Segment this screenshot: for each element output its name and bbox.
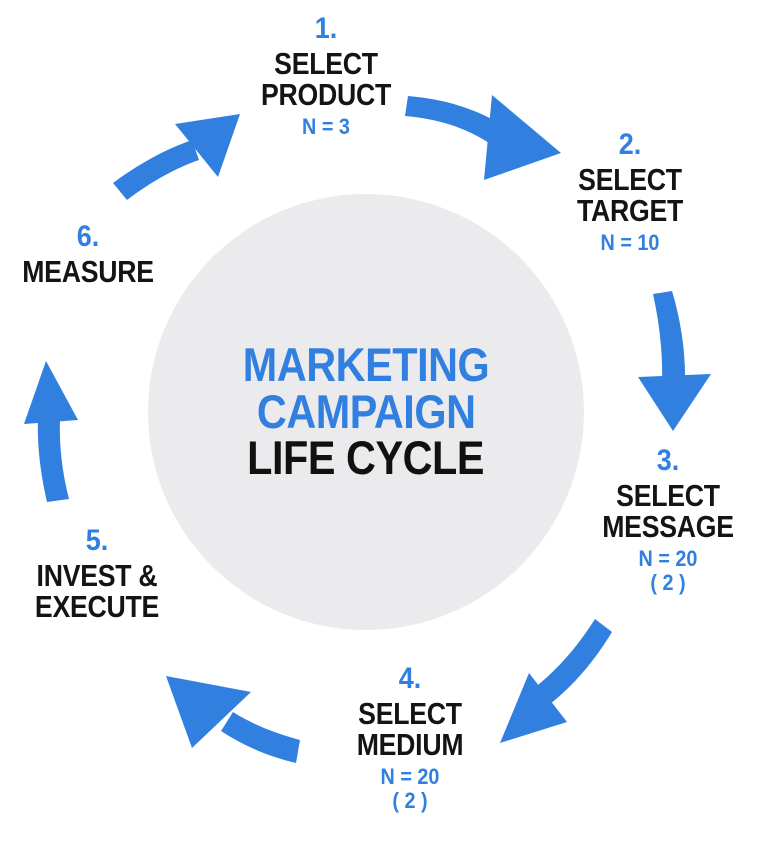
step-4-n-value: N = 20 — [380, 763, 440, 789]
center-title-line-3: LIFE CYCLE — [247, 431, 485, 485]
step-2-label-1: SELECT — [578, 161, 682, 197]
center-title-block: MARKETING CAMPAIGN LIFE CYCLE — [148, 194, 584, 630]
arrow-1-to-2-icon — [405, 95, 561, 180]
step-3-n-value: N = 20 — [638, 545, 698, 571]
step-2-number: 2. — [618, 128, 642, 161]
step-2-n-value: N = 10 — [600, 229, 660, 255]
step-5-label-1: INVEST & — [36, 557, 158, 593]
step-4-label-2: MEDIUM — [356, 727, 464, 763]
step-5-number: 5. — [85, 524, 109, 557]
step-node-2: 2. SELECT TARGET N = 10 — [518, 128, 742, 255]
step-3-label-1: SELECT — [616, 477, 720, 513]
arrow-2-to-3-icon — [638, 291, 711, 431]
step-node-3: 3. SELECT MESSAGE N = 20 ( 2 ) — [570, 444, 766, 596]
center-title-line-2: CAMPAIGN — [256, 384, 476, 438]
arrow-6-to-1-icon — [113, 114, 240, 200]
step-3-n-sub: ( 2 ) — [650, 570, 686, 596]
step-4-number: 4. — [398, 662, 422, 695]
step-1-number: 1. — [314, 12, 338, 45]
step-node-4: 4. SELECT MEDIUM N = 20 ( 2 ) — [300, 662, 520, 814]
step-6-number: 6. — [76, 220, 100, 253]
arrow-5-to-6-icon — [24, 361, 78, 502]
step-node-1: 1. SELECT PRODUCT N = 3 — [196, 12, 456, 139]
step-1-label-2: PRODUCT — [260, 77, 392, 113]
step-node-5: 5. INVEST & EXECUTE — [4, 524, 190, 625]
step-1-label-1: SELECT — [274, 45, 378, 81]
step-3-number: 3. — [656, 444, 680, 477]
center-circle — [148, 194, 584, 630]
step-6-label-1: MEASURE — [22, 253, 154, 289]
step-4-n-sub: ( 2 ) — [392, 788, 428, 814]
step-2-label-2: TARGET — [576, 193, 684, 229]
step-4-label-1: SELECT — [358, 695, 462, 731]
step-5-label-2: EXECUTE — [34, 589, 160, 625]
step-3-label-2: MESSAGE — [602, 509, 734, 545]
center-title-line-1: MARKETING — [242, 338, 490, 392]
arrow-4-to-5-icon — [166, 676, 300, 763]
arrow-3-to-4-icon — [500, 619, 612, 743]
step-1-n-value: N = 3 — [302, 113, 350, 139]
step-node-6: 6. MEASURE — [0, 220, 176, 289]
